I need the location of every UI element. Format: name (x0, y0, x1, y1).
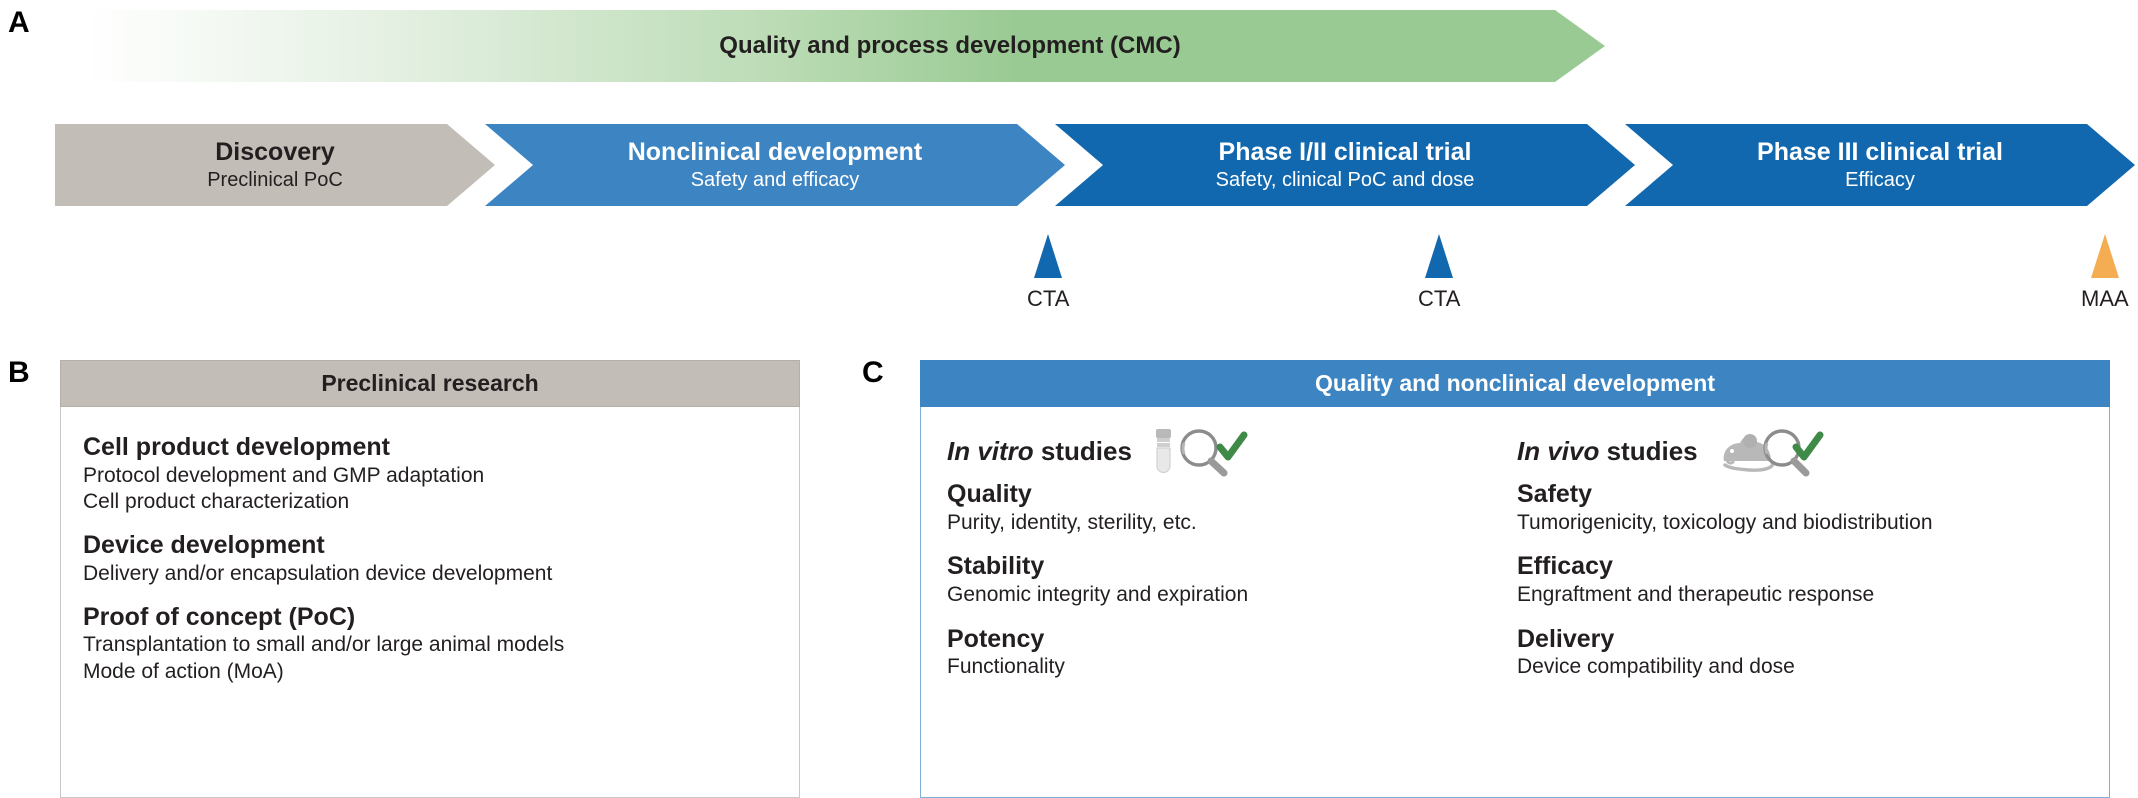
mouse-magnifier-check-icon (1712, 425, 1824, 477)
group-title: Cell product development (83, 433, 390, 461)
stage-subtitle: Safety and efficacy (690, 168, 860, 191)
in-vitro-heading: In vitro studies (947, 425, 1517, 477)
milestone-cta-1[interactable]: CTA (1027, 234, 1069, 312)
pipeline-stage-discovery[interactable]: Discovery Preclinical PoC (55, 124, 495, 206)
preclinical-research-body: Cell product development Protocol develo… (60, 407, 800, 798)
panel-b-letter: B (8, 356, 30, 389)
list-item: Cell product development Protocol develo… (83, 432, 777, 516)
milestone-cta-2[interactable]: CTA (1418, 234, 1460, 312)
in-vitro-italic: In vitro (947, 435, 1034, 466)
group-line: Device compatibility and dose (1517, 655, 1795, 679)
in-vitro-rest: studies (1033, 435, 1132, 466)
list-item: Quality Purity, identity, sterility, etc… (947, 479, 1517, 536)
group-title: Efficacy (1517, 552, 1613, 581)
list-item: Efficacy Engraftment and therapeutic res… (1517, 551, 2087, 608)
triangle-marker-icon (2090, 234, 2119, 278)
test-tube-magnifier-check-icon (1146, 425, 1254, 477)
stage-title: Discovery (215, 137, 335, 166)
cmc-band-arrow: Quality and process development (CMC) (55, 10, 1605, 82)
in-vivo-italic: In vivo (1517, 435, 1600, 466)
group-line: Engraftment and therapeutic response (1517, 582, 1875, 606)
milestone-label: MAA (2081, 286, 2129, 311)
list-item: Delivery Device compatibility and dose (1517, 624, 2087, 681)
stage-subtitle: Preclinical PoC (207, 168, 343, 191)
preclinical-research-card: Preclinical research Cell product develo… (60, 360, 800, 798)
quality-nonclinical-development-header: Quality and nonclinical development (920, 360, 2110, 407)
pipeline-stage-phase-1-2-clinical-trial[interactable]: Phase I/II clinical trial Safety, clinic… (1055, 124, 1635, 206)
milestone-maa[interactable]: MAA (2081, 234, 2129, 312)
pipeline-stage-phase-3-clinical-trial[interactable]: Phase III clinical trial Efficacy (1625, 124, 2135, 206)
in-vivo-column: In vivo studies (1517, 425, 2087, 797)
list-item: Proof of concept (PoC) Transplantation t… (83, 602, 777, 686)
stage-title: Phase III clinical trial (1757, 137, 2003, 166)
group-line: Functionality (947, 655, 1065, 679)
group-title: Delivery (1517, 624, 1615, 653)
milestone-label: CTA (1027, 286, 1070, 311)
group-title: Quality (947, 480, 1032, 508)
stage-title: Phase I/II clinical trial (1218, 137, 1472, 166)
list-item: Device development Delivery and/or encap… (83, 530, 777, 587)
group-line: Mode of action (MoA) (83, 660, 284, 683)
group-line: Purity, identity, sterility, etc. (947, 510, 1197, 534)
stage-subtitle: Efficacy (1845, 168, 1915, 191)
in-vitro-heading-text: In vitro studies (947, 436, 1132, 467)
group-title: Safety (1517, 480, 1593, 508)
triangle-marker-icon (1425, 234, 1454, 278)
group-title: Proof of concept (PoC) (83, 602, 356, 631)
stage-subtitle: Safety, clinical PoC and dose (1215, 168, 1475, 191)
quality-nonclinical-development-card: Quality and nonclinical development In v… (920, 360, 2110, 798)
in-vivo-heading: In vivo studies (1517, 425, 2087, 477)
group-title: Stability (947, 552, 1045, 581)
in-vivo-rest: studies (1599, 435, 1698, 466)
triangle-marker-icon (1034, 234, 1063, 278)
cmc-band-label: Quality and process development (CMC) (719, 32, 1181, 59)
list-item: Safety Tumorigenicity, toxicology and bi… (1517, 479, 2087, 536)
group-line: Transplantation to small and/or large an… (83, 633, 565, 657)
list-item: Potency Functionality (947, 624, 1517, 681)
panel-a-letter: A (8, 6, 30, 39)
group-title: Device development (83, 531, 325, 560)
milestone-label: CTA (1418, 286, 1461, 311)
pipeline-stage-nonclinical-development[interactable]: Nonclinical development Safety and effic… (485, 124, 1065, 206)
group-line: Cell product characterization (83, 490, 350, 514)
quality-nonclinical-development-body: In vitro studies (920, 407, 2110, 798)
group-line: Tumorigenicity, toxicology and biodistri… (1517, 510, 1933, 534)
group-line: Delivery and/or encapsulation device dev… (83, 561, 553, 585)
group-line: Genomic integrity and expiration (947, 582, 1249, 606)
in-vivo-heading-text: In vivo studies (1517, 436, 1698, 467)
list-item: Stability Genomic integrity and expirati… (947, 551, 1517, 608)
preclinical-research-header: Preclinical research (60, 360, 800, 407)
stage-title: Nonclinical development (627, 137, 923, 166)
group-title: Potency (947, 624, 1045, 653)
in-vitro-column: In vitro studies (947, 425, 1517, 797)
group-line: Protocol development and GMP adaptation (83, 463, 485, 487)
panel-c-letter: C (862, 356, 884, 389)
